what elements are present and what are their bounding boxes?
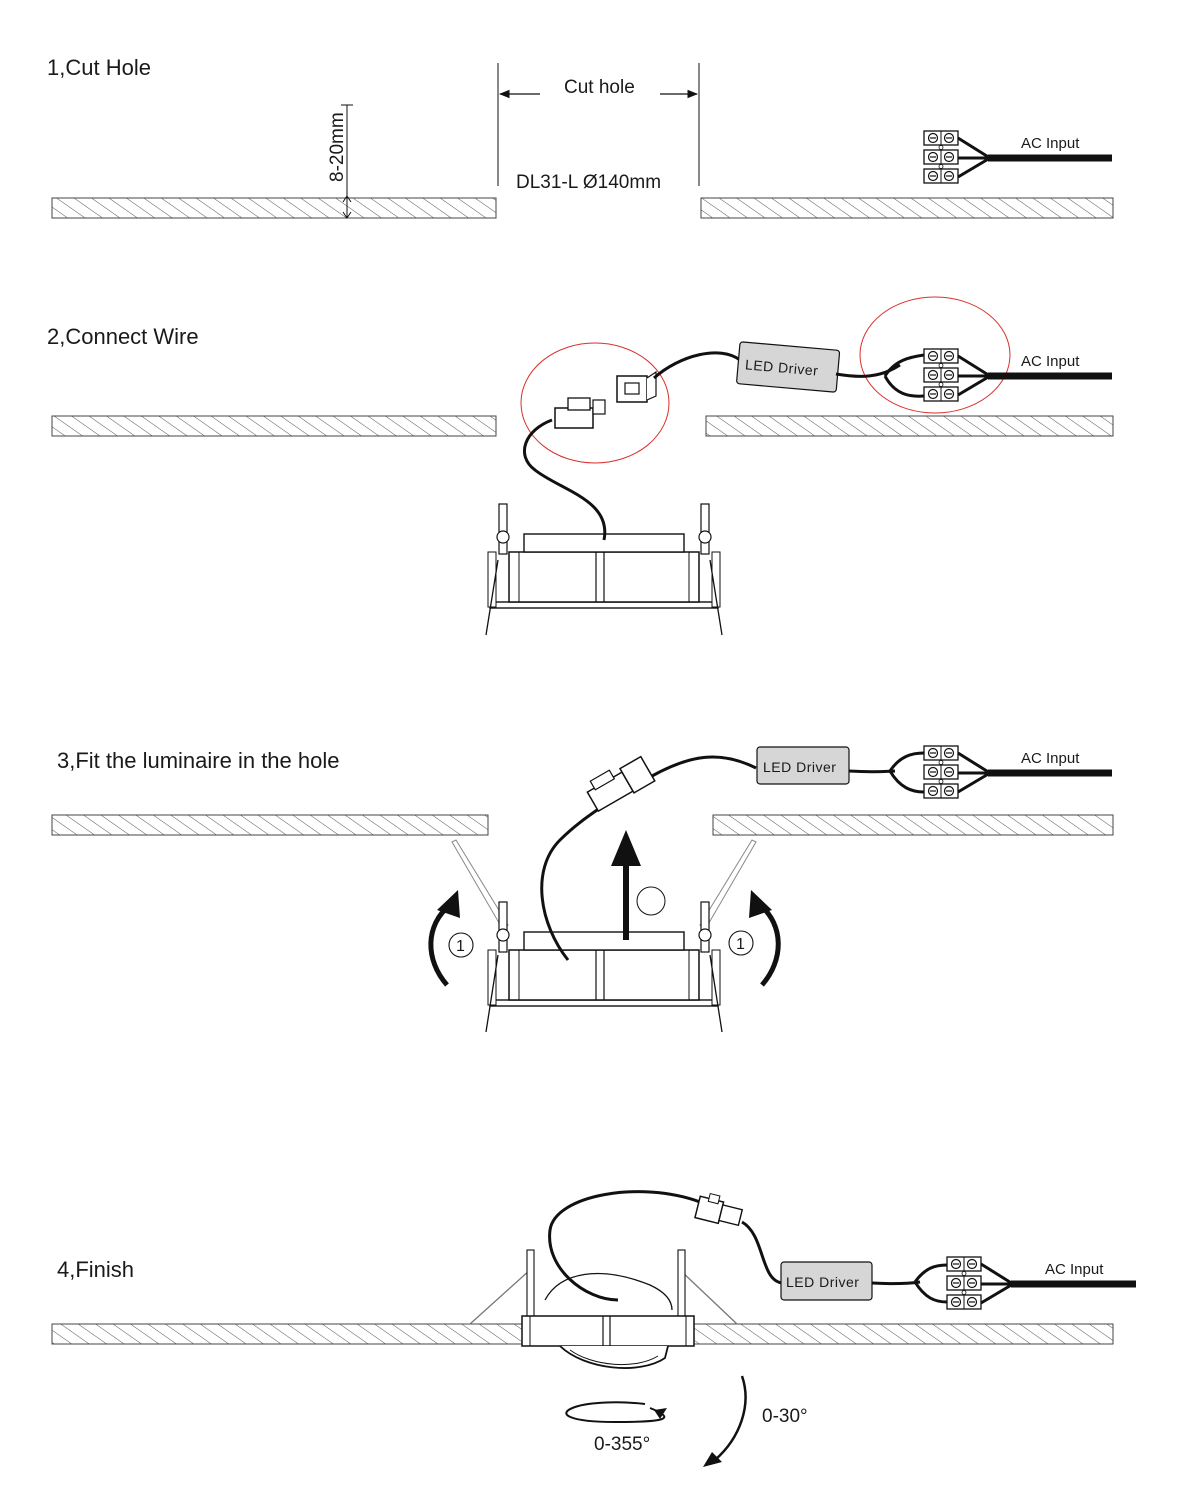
ac-input-label: AC Input	[1021, 750, 1080, 767]
rotation-label: 0-355°	[594, 1434, 650, 1455]
step-2: 2,Connect Wire LED Driver	[47, 296, 1114, 636]
step-4: 4,Finish LED Driver AC	[51, 1190, 1136, 1467]
connector-icon	[554, 397, 606, 429]
terminal-highlight-circle	[859, 296, 1011, 414]
ac-input-label: AC Input	[1021, 135, 1080, 152]
step-2-title: 2,Connect Wire	[47, 324, 199, 349]
marker-circle	[448, 932, 474, 958]
marker-number: 1	[456, 938, 465, 955]
ceiling-left	[51, 197, 497, 219]
terminal-block-icon	[923, 745, 959, 799]
curved-arrow-icon	[428, 903, 452, 987]
ceiling-right	[705, 415, 1114, 437]
connector-highlight-circle	[520, 342, 670, 464]
step-1: 1,Cut Hole 8-20mm Cut hole DL31-L Ø140mm…	[47, 55, 1114, 219]
led-driver-label: LED Driver	[744, 356, 819, 378]
step-4-title: 4,Finish	[57, 1257, 134, 1282]
terminal-block-icon	[923, 130, 959, 184]
step-3-title: 3,Fit the luminaire in the hole	[57, 748, 340, 773]
ceiling-right	[712, 814, 1114, 836]
luminaire-trim	[521, 1315, 695, 1347]
connector-icon	[586, 755, 656, 813]
marker-circle	[728, 930, 754, 956]
cut-hole-label: Cut hole	[564, 77, 635, 98]
tilt-label: 0-30°	[762, 1406, 808, 1427]
led-driver-label: LED Driver	[763, 759, 836, 775]
connector-socket-icon	[616, 370, 657, 403]
step-1-title: 1,Cut Hole	[47, 55, 151, 80]
marker-number: 1	[736, 936, 745, 953]
ceiling-right	[692, 1323, 1114, 1345]
led-driver-label: LED Driver	[786, 1274, 859, 1290]
ceiling-right	[700, 197, 1114, 219]
ceiling-left	[51, 814, 489, 836]
ac-input-label: AC Input	[1021, 353, 1080, 370]
luminaire-housing	[487, 503, 721, 609]
tilt-arrow-icon	[714, 1375, 747, 1461]
luminaire-cable	[523, 418, 607, 541]
luminaire-housing	[487, 901, 721, 1007]
connector-icon	[694, 1192, 744, 1227]
led-driver: LED Driver	[756, 746, 850, 785]
step-3: 3,Fit the luminaire in the hole 1 1	[51, 745, 1114, 1033]
led-driver: LED Driver	[780, 1261, 873, 1301]
ceiling-left	[51, 415, 497, 437]
terminal-block-icon	[946, 1256, 982, 1310]
thickness-label: 8-20mm	[327, 112, 348, 182]
terminal-block-icon	[923, 348, 959, 402]
led-driver: LED Driver	[736, 341, 841, 393]
curved-arrow-icon	[758, 903, 781, 987]
rotate-arrow-icon	[565, 1401, 666, 1424]
ac-input-label: AC Input	[1045, 1261, 1104, 1278]
ceiling-left	[51, 1323, 525, 1345]
hole-size-label: DL31-L Ø140mm	[516, 172, 661, 193]
